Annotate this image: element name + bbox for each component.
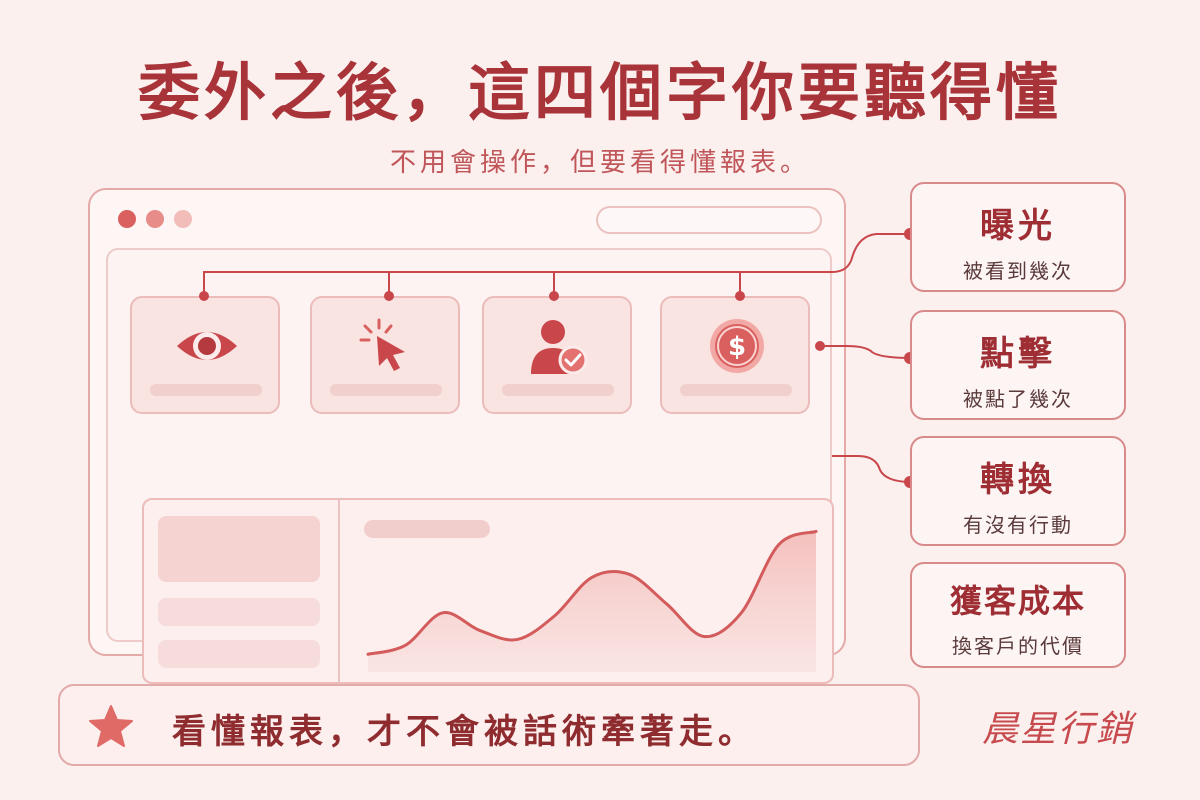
card-placeholder-bar [150, 384, 262, 396]
window-close-dot [118, 210, 136, 228]
metric-label-clicks: 點擊 被點了幾次 [910, 310, 1126, 420]
connector-dot [199, 291, 209, 301]
card-placeholder-bar [330, 384, 442, 396]
metric-card-conversions [482, 296, 632, 414]
star-icon [89, 705, 133, 747]
card-placeholder-bar [680, 384, 792, 396]
metric-desc: 被點了幾次 [963, 387, 1073, 411]
connector-impressions [203, 233, 912, 296]
connector-dot [384, 291, 394, 301]
address-bar [596, 206, 822, 234]
placeholder-block [158, 516, 320, 582]
metric-desc: 被看到幾次 [963, 259, 1073, 283]
report-panel [142, 498, 834, 684]
metric-desc: 換客戶的代價 [952, 634, 1084, 658]
panel-divider [338, 500, 340, 682]
connector-clicks [820, 345, 913, 359]
placeholder-block [158, 598, 320, 626]
metric-label-impressions: 曝光 被看到幾次 [910, 182, 1126, 292]
page-title: 委外之後，這四個字你要聽得懂 [137, 56, 1062, 129]
window-maximize-dot [174, 210, 192, 228]
metric-card-clicks [310, 296, 460, 414]
metric-label-cost: 獲客成本 換客戶的代價 [910, 562, 1126, 668]
svg-text:$: $ [728, 332, 746, 362]
metric-term: 獲客成本 [949, 582, 1086, 620]
dashboard-area: $ [106, 248, 834, 684]
chart-title-placeholder [364, 520, 490, 538]
metric-card-impressions [130, 296, 280, 414]
banner-message: 看懂報表，才不會被話術牽著走。 [172, 712, 757, 752]
connector-dot [815, 341, 825, 351]
area-chart [366, 529, 818, 672]
chart-series-line [366, 529, 818, 656]
message-banner: 看懂報表，才不會被話術牽著走。 [58, 684, 920, 766]
metric-term: 點擊 [980, 334, 1056, 374]
metric-card-cost: $ [660, 296, 810, 414]
dollar-coin-icon: $ [710, 319, 764, 373]
metric-term: 曝光 [980, 206, 1056, 246]
placeholder-block [158, 640, 320, 668]
user-check-icon [531, 320, 588, 375]
connector-dot [735, 291, 745, 301]
card-placeholder-bar [502, 384, 614, 396]
metric-term: 轉換 [980, 460, 1056, 500]
connector-conversions [832, 455, 913, 483]
cursor-click-icon [359, 318, 405, 371]
page-subtitle: 不用會操作，但要看得懂報表。 [389, 148, 810, 178]
eye-icon [177, 332, 237, 360]
metric-label-conversions: 轉換 有沒有行動 [910, 436, 1126, 546]
metric-desc: 有沒有行動 [963, 513, 1073, 537]
brand-signature: 晨星行銷 [982, 709, 1135, 750]
window-minimize-dot [146, 210, 164, 228]
browser-window: $ [88, 188, 846, 684]
connector-dot [549, 291, 559, 301]
